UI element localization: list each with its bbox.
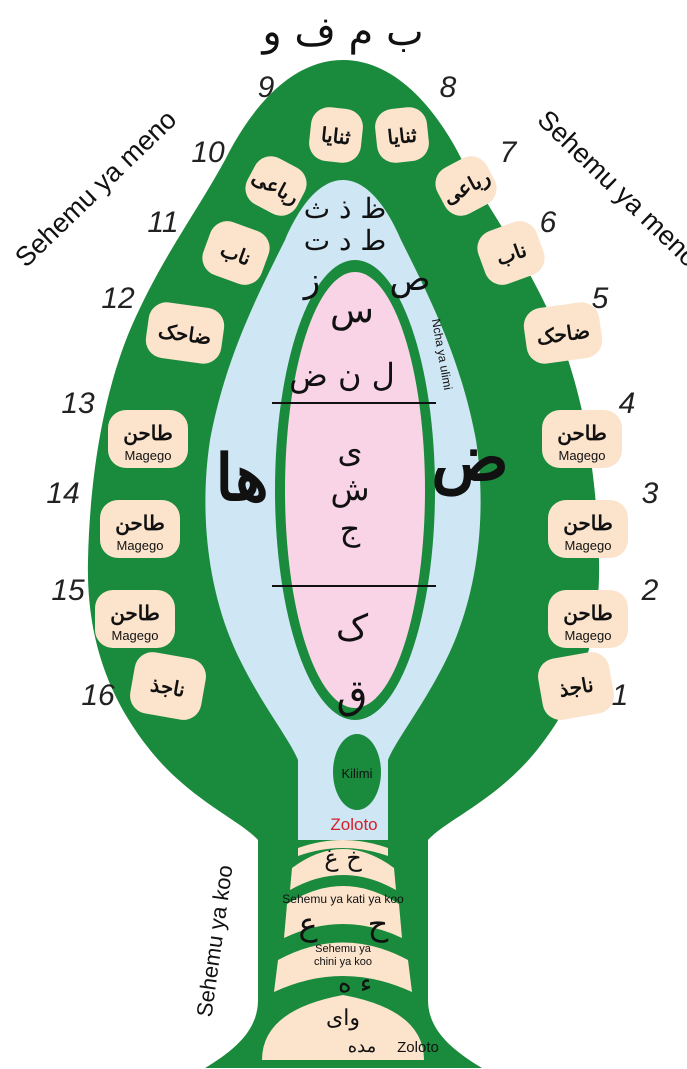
- tongue-letter-mid2: ش: [330, 470, 369, 508]
- tongue-letter-back: ک: [336, 608, 369, 649]
- throat-mid-right: ح: [368, 905, 389, 943]
- tooth-name: ثنایا: [386, 122, 418, 149]
- throat-mid-label: Sehemu ya kati ya koo: [282, 892, 404, 906]
- tongue-letter-top: س: [330, 290, 374, 331]
- tongue-tip-line-2: ط د ت: [304, 224, 387, 257]
- tooth-name: طاحن: [123, 421, 173, 446]
- tongue-letter-row2: ل ن ض: [289, 356, 395, 394]
- tooth-sub-label: Magego: [112, 628, 159, 643]
- tooth-sub-label: Magego: [565, 538, 612, 553]
- tooth-number: 1: [612, 679, 629, 712]
- lips-letters: ب م ف و: [260, 9, 423, 55]
- tooth-number: 4: [619, 387, 636, 420]
- tooth-number: 8: [440, 71, 457, 104]
- tooth-number: 9: [258, 71, 275, 104]
- tooth-number: 11: [147, 206, 178, 239]
- throat-bottom-letters: وای: [326, 1006, 360, 1031]
- uvula-label: Kilimi: [341, 766, 372, 781]
- side-label-left: Sehemu ya meno: [9, 104, 182, 273]
- side-label-right: Sehemu ya meno: [532, 104, 687, 273]
- tooth-number: 7: [500, 136, 518, 169]
- tooth-number: 15: [51, 574, 85, 607]
- tooth-name: طاحن: [110, 601, 160, 626]
- tooth-number: 2: [641, 574, 659, 607]
- tooth-12: ضاحک: [143, 300, 226, 366]
- tongue-letter-root: ق: [336, 672, 367, 718]
- throat-bottom-small: مده: [348, 1036, 377, 1057]
- zoloto-label: Zoloto: [330, 815, 377, 834]
- tooth-number: 16: [81, 679, 115, 712]
- tooth-sub-label: Magego: [117, 538, 164, 553]
- tooth-4: طاحن Magego: [542, 410, 622, 468]
- tooth-number: 3: [642, 477, 659, 510]
- tooth-number: 6: [540, 206, 557, 239]
- tongue-tip-left: ز: [302, 261, 320, 301]
- tooth-8: ثنایا: [373, 105, 430, 164]
- throat-low-label-2: chini ya koo: [314, 956, 372, 968]
- tooth-name: ثنایا: [320, 123, 352, 150]
- throat-mid-left: ع: [298, 905, 317, 943]
- throat-low-label-1: Sehemu ya: [315, 943, 372, 955]
- throat-upper-letters: خ غ: [324, 844, 362, 872]
- tooth-number: 5: [592, 282, 609, 315]
- edge-letter-left: ھا: [215, 441, 268, 516]
- tooth-14: طاحن Magego: [100, 500, 180, 558]
- tooth-9: ثنایا: [307, 105, 364, 164]
- tooth-name: طاحن: [115, 511, 165, 536]
- side-label-throat: Sehemu ya koo: [192, 864, 238, 1019]
- tooth-3: طاحن Magego: [548, 500, 628, 558]
- tongue-tip-right: ص: [389, 259, 430, 299]
- tongue-tip-line-1: ظ ذ ث: [304, 192, 387, 225]
- tooth-number: 14: [46, 477, 79, 510]
- tooth-sub-label: Magego: [565, 628, 612, 643]
- tooth-13: طاحن Magego: [108, 410, 188, 468]
- tooth-number: 10: [191, 136, 225, 169]
- tongue-letter-mid3: ج: [340, 510, 361, 548]
- throat-low-letters: ء ه: [338, 969, 372, 999]
- tooth-sub-label: Magego: [559, 448, 606, 463]
- tooth-sub-label: Magego: [125, 448, 172, 463]
- tooth-15: طاحن Magego: [95, 590, 175, 648]
- tooth-name: طاحن: [557, 421, 607, 446]
- tooth-2: طاحن Magego: [548, 590, 628, 648]
- tooth-number: 12: [101, 282, 135, 315]
- tongue-letter-mid1: ی: [337, 432, 362, 470]
- tooth-name: طاحن: [563, 601, 613, 626]
- throat-bottom-label: Zoloto: [397, 1039, 439, 1056]
- tooth-number: 13: [61, 387, 95, 420]
- tooth-name: طاحن: [563, 511, 613, 536]
- edge-letter-right: ض: [431, 421, 508, 497]
